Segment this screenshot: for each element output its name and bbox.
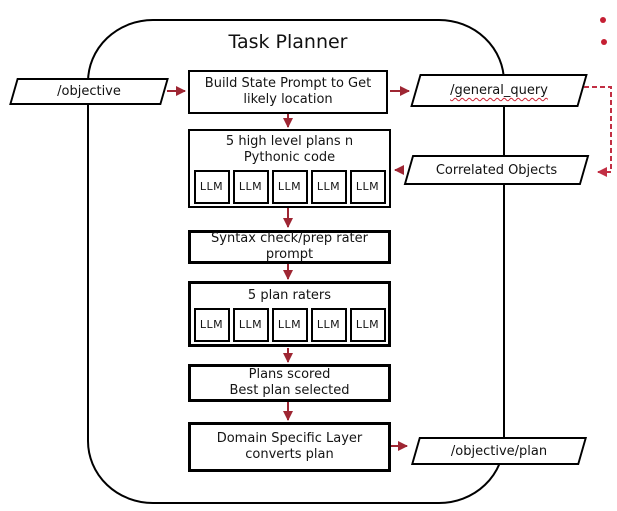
page-title: Task Planner (228, 31, 348, 53)
step-plans-scored-line2: Best plan selected (229, 383, 350, 398)
llm-chip: LLM (193, 308, 230, 342)
io-objective-plan: /objective/plan (410, 437, 588, 465)
step-syntax-check-box: Syntax check/prep rater prompt (188, 230, 391, 264)
step-build-state-box: Build State Prompt to Get likely locatio… (188, 70, 388, 114)
llm-chip: LLM (271, 308, 308, 342)
step-plan-raters-line1: 5 plan raters (247, 288, 332, 303)
flow-arrows (167, 86, 410, 451)
io-objective: /objective (8, 78, 170, 105)
llm-chip: LLM (232, 308, 269, 342)
step-syntax-check-line2: prompt (265, 247, 314, 262)
task-planner-container-outline (87, 19, 505, 504)
step-build-state-line2: likely location (243, 92, 333, 107)
step-plans-scored-box: Plans scored Best plan selected (188, 364, 391, 402)
llm-chip: LLM (193, 170, 230, 204)
io-objective-plan-label: /objective/plan (450, 443, 548, 459)
rater-llm-row: LLM LLM LLM LLM LLM (193, 308, 386, 342)
step-high-level-plans-line2: Pythonic code (243, 150, 336, 165)
llm-chip: LLM (349, 308, 386, 342)
io-general-query-label: /general_query (450, 83, 548, 98)
llm-chip: LLM (310, 308, 347, 342)
step-syntax-check-line1: Syntax check/prep rater (211, 231, 368, 246)
step-build-state-line1: Build State Prompt to Get (204, 76, 372, 91)
step-plan-raters-box: 5 plan raters LLM LLM LLM LLM LLM (188, 281, 391, 347)
io-objective-label: /objective (57, 84, 121, 99)
step-plans-scored-line1: Plans scored (248, 367, 331, 382)
red-dot-icon (600, 17, 606, 23)
io-correlated-objects: Correlated Objects (403, 155, 590, 185)
step-domain-layer-line2: converts plan (245, 447, 334, 462)
io-correlated-objects-label: Correlated Objects (435, 162, 558, 178)
io-general-query: /general_query (410, 74, 588, 107)
red-dot-icon (601, 39, 607, 45)
step-high-level-plans-line1: 5 high level plans n (225, 134, 354, 149)
step-domain-layer-line1: Domain Specific Layer (216, 431, 363, 446)
llm-chip: LLM (310, 170, 347, 204)
step-high-level-plans-box: 5 high level plans n Pythonic code LLM L… (188, 129, 391, 208)
llm-chip: LLM (232, 170, 269, 204)
plan-llm-row: LLM LLM LLM LLM LLM (193, 170, 386, 204)
llm-chip: LLM (349, 170, 386, 204)
llm-chip: LLM (271, 170, 308, 204)
step-domain-layer-box: Domain Specific Layer converts plan (188, 422, 391, 472)
